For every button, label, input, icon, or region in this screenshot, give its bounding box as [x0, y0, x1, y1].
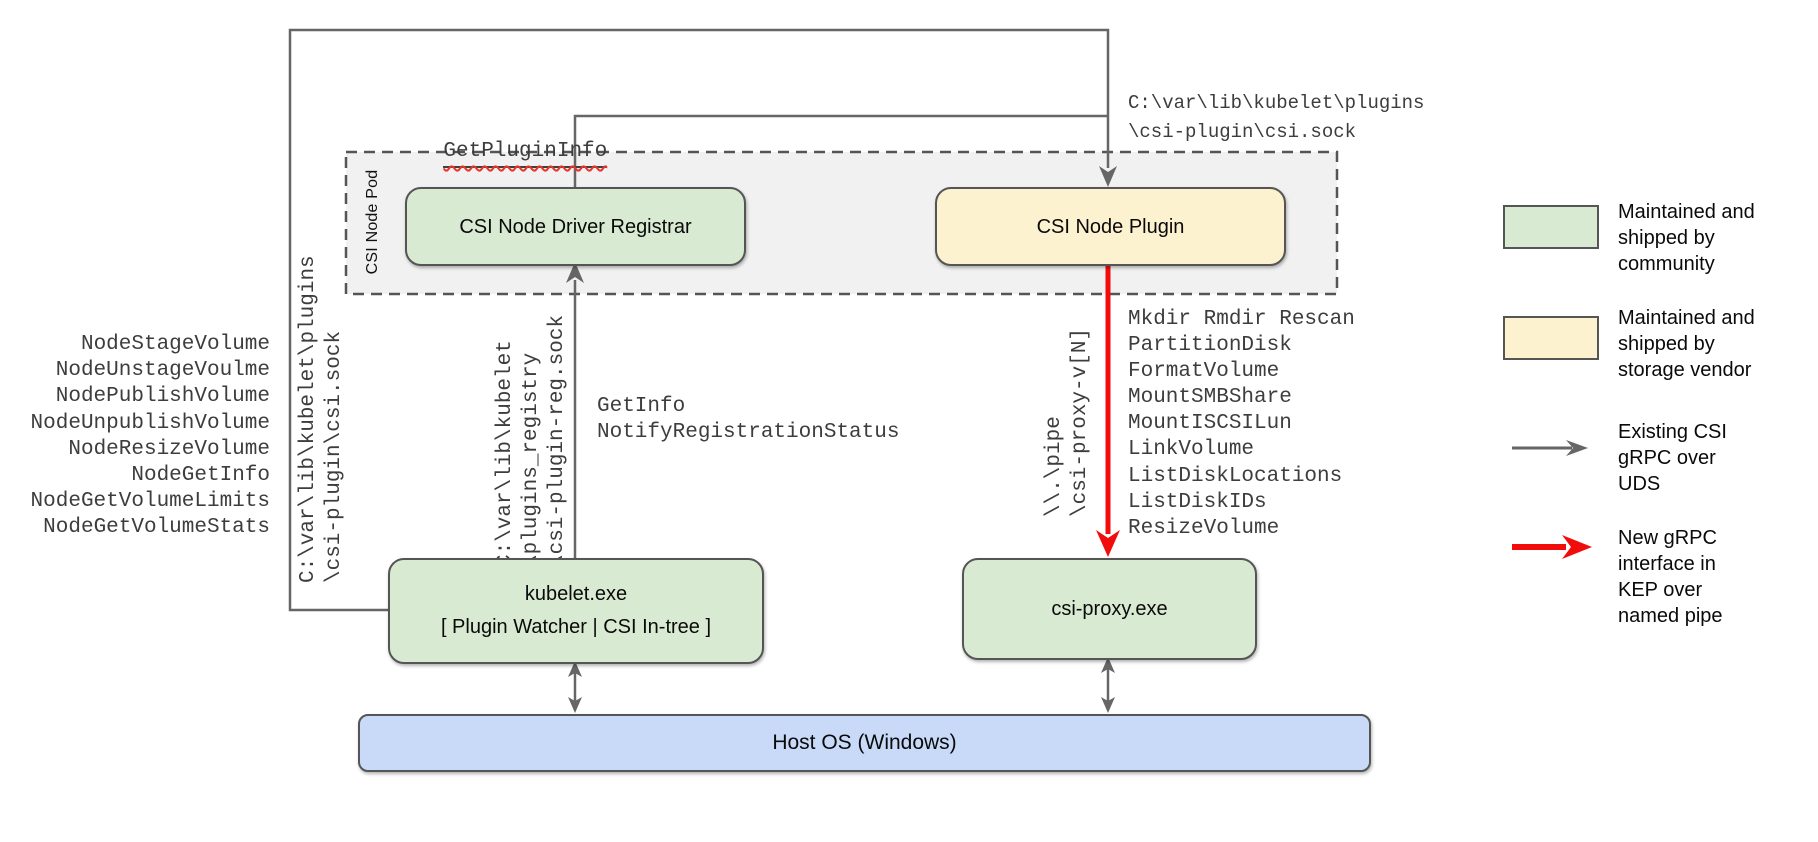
node-rpc-item: NodeGetVolumeStats	[43, 516, 270, 540]
proxy-api-item: FormatVolume	[1128, 360, 1280, 384]
kubelet-label: kubelet.exe	[524, 583, 628, 605]
connector-registrar-getplugininfo	[573, 114, 1108, 187]
csi-proxy-label: csi-proxy.exe	[1051, 598, 1168, 620]
proxy-api-item: LinkVolume	[1128, 438, 1255, 462]
connector-kubelet-hostos	[568, 661, 582, 713]
proxy-api-item: MountISCSILun	[1128, 412, 1292, 436]
node-rpc-item: NodeUnstageVoulme	[55, 359, 270, 383]
proxy-api-item: PartitionDisk	[1128, 334, 1292, 358]
arrowhead-up-registrar	[566, 262, 584, 283]
csi-node-pod-label: CSI Node Pod	[364, 169, 381, 275]
node-rpc-item: NodeStageVolume	[80, 333, 270, 356]
connector-kubelet-to-plugin	[288, 28, 1117, 612]
node-rpc-item: NodeGetVolumeLimits	[30, 490, 270, 514]
csi-node-plugin-label: CSI Node Plugin	[1036, 215, 1185, 238]
named-pipe-rotated-label: \\.\pipe\csi-proxy-v[N]	[1043, 327, 1092, 517]
arrowhead-down-csiproxy	[1096, 530, 1120, 557]
csi-sock-left-rotated-label: C:\var\lib\kubelet\plugins\csi-plugin\cs…	[297, 255, 346, 583]
legend-red-arrow-icon	[1512, 535, 1592, 559]
arrowhead-down-plugin	[1099, 166, 1117, 187]
node-rpc-item: NodeUnpublishVolume	[30, 411, 270, 435]
host-os-box: Host OS (Windows)	[358, 714, 1371, 772]
node-rpc-item: NodeResizeVolume	[68, 437, 270, 461]
csi-node-driver-registrar-box: CSI Node Driver Registrar	[405, 187, 746, 266]
proxy-api-item: ListDiskIDs	[1128, 490, 1267, 514]
csi-node-plugin-box: CSI Node Plugin	[935, 187, 1286, 266]
get-plugin-info-label: GetPluginInfo	[393, 113, 608, 194]
kubelet-box: kubelet.exe [ Plugin Watcher | CSI In-tr…	[388, 558, 764, 664]
csi-node-driver-registrar-label: CSI Node Driver Registrar	[459, 215, 692, 238]
csi-sock-path-label: C:\var\lib\kubelet\plugins\csi-plugin\cs…	[1128, 92, 1425, 143]
proxy-api-item: ResizeVolume	[1128, 516, 1280, 540]
node-rpc-item: NodePublishVolume	[55, 385, 270, 409]
csi-proxy-box: csi-proxy.exe	[962, 558, 1257, 660]
proxy-api-item: Mkdir Rmdir Rescan	[1128, 308, 1355, 331]
kubelet-sublabel: [ Plugin Watcher | CSI In-tree ]	[440, 616, 712, 638]
connector-csiproxy-hostos	[1101, 657, 1115, 713]
legend-community-swatch	[1503, 205, 1599, 249]
legend-gray-arrow-icon	[1512, 440, 1588, 456]
legend-vendor-swatch	[1503, 316, 1599, 360]
proxy-api-item: ListDiskLocations	[1128, 464, 1343, 488]
registration-sock-rotated-label: C:\var\lib\kubelet\plugins_registry\csi-…	[494, 314, 569, 567]
host-os-label: Host OS (Windows)	[772, 731, 957, 754]
proxy-api-item: MountSMBShare	[1128, 386, 1292, 410]
connector-plugin-to-csiproxy-red	[1096, 262, 1120, 557]
node-rpc-item: NodeGetInfo	[131, 464, 270, 488]
connector-kubelet-to-registrar	[566, 262, 584, 558]
